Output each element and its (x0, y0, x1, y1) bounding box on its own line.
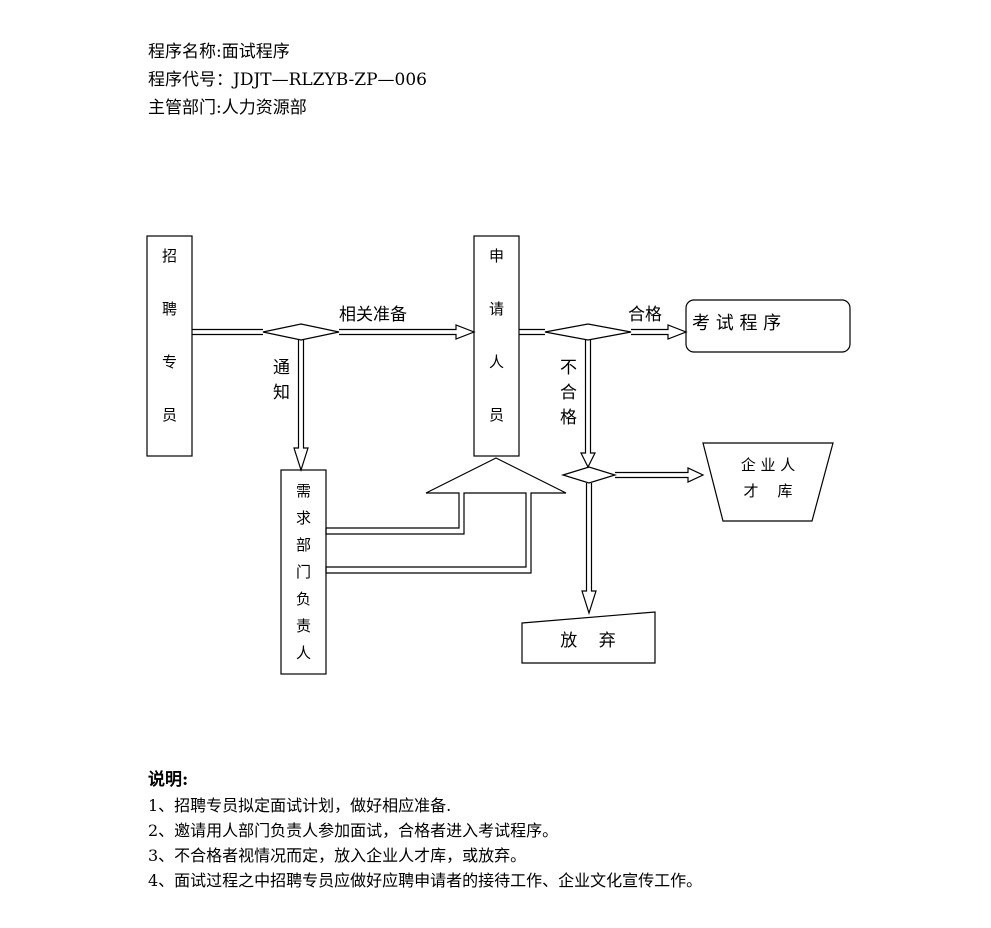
fail-arrow (580, 340, 596, 469)
pass-label: 合格 (628, 305, 662, 325)
fail-label-char: 格 (560, 408, 577, 428)
recruiter-char: 聘 (162, 300, 177, 318)
prepare-arrow (339, 324, 476, 340)
exam-box (685, 299, 851, 353)
fail-decision (560, 466, 618, 484)
notify-label-char: 通 (273, 358, 290, 378)
notify-arrow (293, 340, 309, 472)
fail-label-char: 不 (560, 358, 577, 378)
notes-section: 说明: 1、招聘专员拟定面试计划，做好相应准备. 2、邀请用人部门负责人参加面试… (148, 768, 702, 893)
note-item: 4、面试过程之中招聘专员应做好应聘申请者的接待工作、企业文化宣传工作。 (148, 871, 703, 890)
recruiter-char: 招 (162, 247, 177, 265)
talent-pool-arrow (615, 467, 705, 483)
note-item: 3、不合格者视情况而定，放入企业人才库，或放弃。 (148, 846, 527, 865)
prepare-label: 相关准备 (339, 305, 407, 325)
dept-head-char: 求 (296, 509, 311, 527)
applicant-char: 申 (489, 247, 504, 265)
pass-decision (544, 323, 632, 341)
note-item: 2、邀请用人部门负责人参加面试，合格者进入考试程序。 (148, 821, 559, 840)
pass-arrow (631, 324, 688, 340)
note-item: 1、招聘专员拟定面试计划，做好相应准备. (148, 796, 452, 815)
dept-head-char: 人 (296, 644, 311, 662)
notify-decision (262, 323, 340, 341)
talent-pool-label-2: 才 库 (743, 482, 792, 500)
abandon-box (521, 611, 656, 664)
recruiter-char: 专 (162, 353, 177, 371)
notes-heading: 说明: (148, 770, 189, 790)
abandon-label: 放 弃 (560, 631, 616, 651)
applicant-box (473, 235, 520, 457)
dept-head-char: 责 (296, 617, 311, 635)
dept-head-char: 需 (296, 482, 311, 500)
notify-label-char: 知 (273, 383, 290, 403)
talent-pool-label-1: 企 业 人 (741, 456, 796, 474)
recruiter-char: 员 (162, 406, 177, 424)
fail-label-char: 合 (560, 383, 577, 403)
feedback-arrow (325, 457, 567, 574)
department: 主管部门:人力资源部 (148, 98, 307, 118)
program-code: 程序代号：JDJT—RLZYB-ZP—006 (148, 70, 427, 90)
dept-head-char: 部 (296, 536, 311, 554)
recruiter-box (146, 235, 193, 457)
talent-pool-box (702, 442, 834, 522)
applicant-char: 人 (489, 353, 504, 371)
abandon-arrow (581, 483, 597, 615)
applicant-char: 员 (489, 406, 504, 424)
program-name: 程序名称:面试程序 (148, 42, 290, 62)
dept-head-char: 门 (296, 563, 311, 581)
dept-head-char: 负 (296, 590, 311, 608)
exam-label: 考 试 程 序 (692, 313, 781, 334)
applicant-char: 请 (489, 300, 504, 318)
interview-flowchart: 招 聘 专 员 申 请 人 员 需 求 部 门 负 责 人 考 试 程 序 企 … (146, 235, 851, 675)
